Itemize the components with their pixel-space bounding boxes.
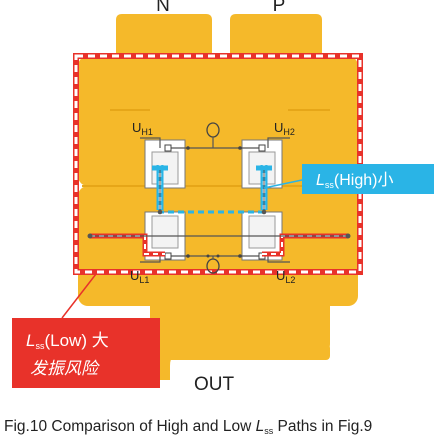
callout-high-subscript: ss [325,180,335,190]
caption-subscript: ss [264,426,274,436]
callout-high-body: (High)小 [334,171,394,189]
caption-after: Paths in Fig.9 [273,418,372,435]
callout-high: Lss(High)小 [263,164,434,194]
uh2-label-sub: H2 [283,127,295,137]
pin-arrows [186,146,242,258]
callout-low-symbol: L [26,331,35,350]
callout-high-symbol: L [316,172,325,189]
schematic-lines [140,137,290,263]
p-terminal-tab [230,14,322,60]
uh1-label-sub: H1 [141,127,153,137]
uh1-label: UH1 [132,120,153,137]
callout-low-text: Lss(Low) 大 [26,331,109,351]
p-terminal-label: P [273,0,286,16]
ul2-label: UL2 [276,268,295,285]
uh1-label-main: U [132,120,141,135]
caption-before: Fig.10 Comparison of High and Low [4,418,256,435]
callout-low-box [12,318,160,388]
callout-low-body: (Low) 大 [44,331,108,350]
callout-high-text: Lss(High)小 [316,171,393,190]
uh2-label-main: U [274,120,283,135]
lower-plate [78,186,358,306]
callout-low-subscript: ss [35,341,45,351]
ul2-label-main: U [276,268,285,283]
callout-low: Lss(Low) 大 发振风险 [12,273,160,388]
caption-symbol: L [256,418,265,435]
out-plate-base [150,344,330,360]
callout-low-line2: 发振风险 [30,359,100,378]
ul1-label-main: U [130,268,139,283]
out-terminal-tab [150,300,330,380]
ul1-label: UL1 [130,268,149,285]
callout-high-box [302,164,434,194]
uh2-label: UH2 [274,120,295,137]
n-terminal-tab [116,14,212,60]
ul1-label-sub: L1 [139,275,149,285]
figure-caption: Fig.10 Comparison of High and Low Lss Pa… [4,418,372,436]
out-terminal-label: OUT [194,374,235,395]
low-lss-inner [87,233,351,257]
n-terminal-label: N [156,0,170,16]
ul2-label-sub: L2 [285,275,295,285]
